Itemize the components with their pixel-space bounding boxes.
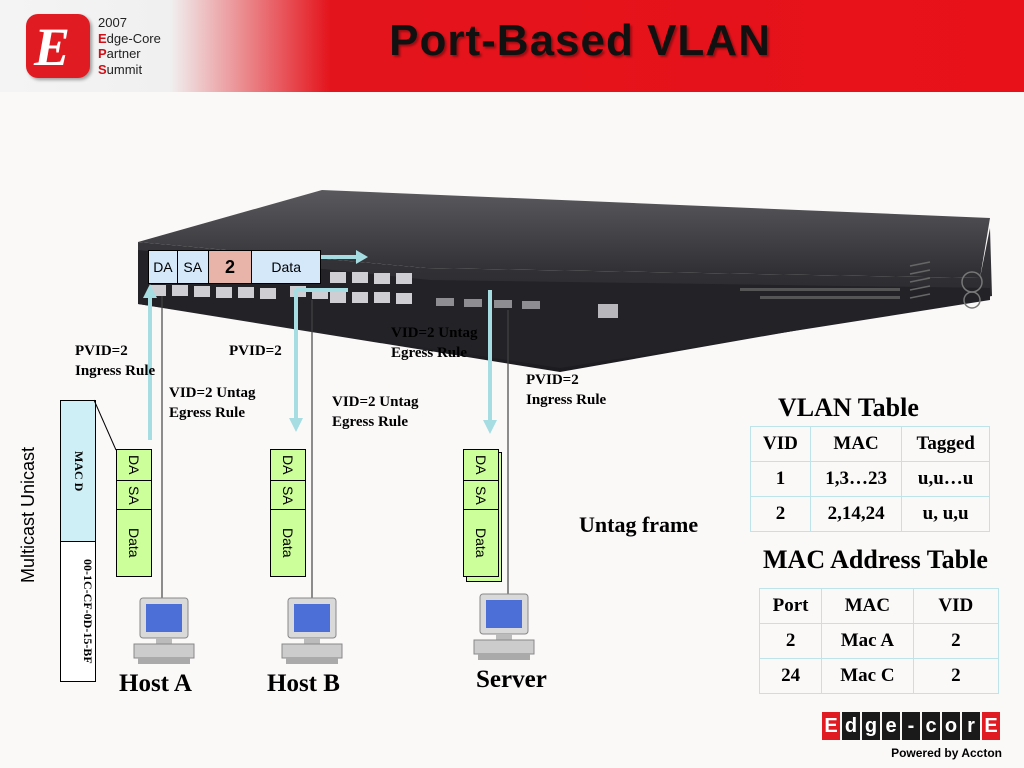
table-cell: 2,14,24 [809,496,903,532]
frame-sa: SA [464,481,498,510]
frame-vlan-tag: 2 [208,251,253,283]
table-header-row: VID MAC Tagged [750,426,990,462]
table-cell: 1 [750,461,811,497]
mac-d-cell: MAC D [61,401,95,542]
table-header: Port [758,588,823,624]
table-cell: u, u,u [901,496,990,532]
table-cell: 24 [758,658,823,694]
table-header: VID [912,588,1000,624]
logo-line: Partner [98,46,141,61]
table-cell: 2 [750,496,811,532]
table-header: MAC [821,588,914,624]
host-a-frame: DA SA Data [116,449,152,577]
frame-da: DA [464,450,498,481]
brand-tagline: Powered by Accton [891,746,1002,760]
fan-vent [909,261,983,309]
frame-da: DA [117,450,151,481]
egress-rule-host-a: VID=2 Untag Egress Rule [169,385,256,421]
server-label: Server [476,666,547,693]
table-row: 2 2,14,24 u, u,u [750,496,990,532]
frame-sa: SA [271,481,305,510]
mac-address-value: 00-1C-CF-0D-15-BF [81,558,95,664]
host-b-frame: DA SA Data [270,449,306,577]
frame-da: DA [271,450,305,481]
table-cell: 2 [912,623,1000,659]
table-cell: Mac A [821,623,914,659]
frame-data: Data [473,528,489,558]
frame-connector [93,399,117,451]
mac-address-table: Port MAC VID 2 Mac A 2 24 Mac C 2 [758,588,1000,694]
table-cell: 2 [912,658,1000,694]
summit-logo: E [26,14,90,78]
logo-line: Edge-Core [98,30,161,46]
table-header: MAC [809,426,903,462]
server-frame: DA SA Data [463,449,499,577]
frame-sa: SA [117,481,151,510]
frame-data: Data [126,528,142,558]
table-row: 24 Mac C 2 [758,658,1000,694]
frame-sa: SA [178,251,209,283]
pvid-ingress-server: PVID=2 Ingress Rule [526,372,607,408]
egress-rule-mid: VID=2 Untag Egress Rule [391,325,478,361]
table-cell: 2 [758,623,823,659]
logo-letter: E [34,17,71,77]
page-title: Port-Based VLAN [389,16,771,65]
frame-data: Data [271,259,301,275]
table-cell: u,u…u [901,461,990,497]
computer-icon [281,597,343,664]
table-header: VID [750,426,811,462]
sfp-ports [436,298,540,309]
egress-rule-host-b: VID=2 Untag Egress Rule [332,394,419,430]
logo-line: 2007 [98,15,127,30]
table-header: Tagged [901,426,990,462]
untag-frame-label: Untag frame [579,512,699,537]
port-block-left [150,285,276,299]
host-b-label: Host B [267,670,340,697]
console-port [598,304,618,318]
cast-type-label: Multicast Unicast [18,446,38,584]
table-cell: 1,3…23 [809,461,903,497]
frame-data: Data [280,528,296,558]
destination-mac-frame: MAC D 00-1C-CF-0D-15-BF [60,400,96,682]
mac-table-title: MAC Address Table [763,545,988,574]
tagged-frame: DA SA 2 Data [148,250,321,284]
table-cell: Mac C [821,658,914,694]
logo-text: 2007 Edge-Core Partner Summit [98,15,161,77]
table-row: 1 1,3…23 u,u…u [750,461,990,497]
table-header-row: Port MAC VID [758,588,1000,624]
flow-arrows [143,250,497,440]
vlan-table: VID MAC Tagged 1 1,3…23 u,u…u 2 2,14,24 … [750,426,990,532]
port-block-right [290,272,412,304]
pvid-host-b: PVID=2 [229,343,282,359]
table-row: 2 Mac A 2 [758,623,1000,659]
pvid-ingress-host-a: PVID=2 Ingress Rule [75,343,156,379]
frame-da: DA [149,251,178,283]
vlan-table-title: VLAN Table [778,393,919,422]
header-banner [0,0,1024,92]
logo-line: Summit [98,61,143,77]
host-a-label: Host A [119,670,192,697]
computer-icon [133,597,195,664]
server-computer-icon [473,593,535,660]
